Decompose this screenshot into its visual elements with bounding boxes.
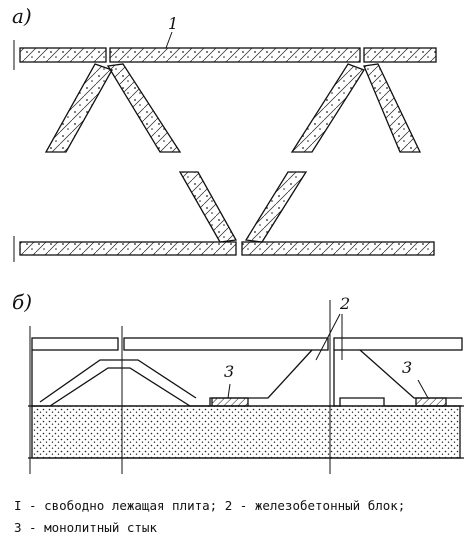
section-slab-left bbox=[31, 337, 119, 351]
section-slab-right bbox=[333, 337, 463, 351]
panel-b-label: б) bbox=[12, 290, 33, 314]
joint-left bbox=[211, 397, 249, 407]
panel-b-drawing bbox=[28, 300, 464, 474]
brace-upper-left-b bbox=[106, 63, 182, 153]
callout-2: 2 bbox=[340, 294, 351, 313]
block-right bbox=[333, 350, 462, 407]
section-slab-middle bbox=[123, 337, 329, 351]
top-slab-middle bbox=[109, 47, 361, 63]
top-slab-left bbox=[19, 47, 107, 63]
panel-a-label: а) bbox=[12, 4, 32, 28]
brace-upper-right-b bbox=[363, 63, 422, 153]
brace-lower-right bbox=[244, 171, 308, 243]
brace-upper-left-a bbox=[44, 63, 113, 153]
soil-base bbox=[31, 405, 461, 459]
leader-3-left bbox=[227, 383, 231, 399]
leader-2a bbox=[315, 313, 341, 361]
brace-lower-left bbox=[178, 171, 238, 243]
callout-3-left: 3 bbox=[224, 362, 235, 381]
panel-a-drawing bbox=[13, 31, 437, 262]
joint-right bbox=[415, 397, 447, 407]
bottom-slab-right bbox=[241, 241, 435, 256]
legend-line-1: I - свободно лежащая плита; 2 - железобе… bbox=[14, 498, 406, 513]
leader-3-right bbox=[417, 379, 429, 399]
callout-3-right: 3 bbox=[402, 358, 413, 377]
brace-upper-right-a bbox=[290, 63, 365, 153]
leader-1 bbox=[165, 31, 173, 49]
legend-line-2: 3 - монолитный стык bbox=[14, 520, 157, 535]
top-slab-right bbox=[363, 47, 437, 63]
callout-1: 1 bbox=[168, 14, 179, 33]
block-left-inner bbox=[39, 359, 197, 403]
bottom-slab-left bbox=[19, 241, 237, 256]
